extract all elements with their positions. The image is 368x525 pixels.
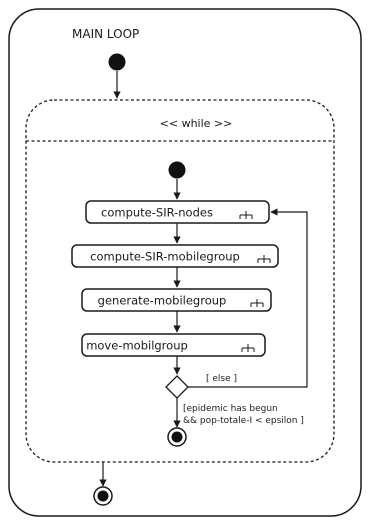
- while-loop-region: [25, 99, 335, 463]
- final-node-icon: [93, 486, 113, 506]
- action-generate-mobilegroup: generate-mobilegroup: [81, 288, 272, 312]
- loop-initial-node-icon: [168, 161, 186, 179]
- initial-node-icon: [108, 53, 126, 71]
- action-label: compute-SIR-nodes: [101, 206, 213, 220]
- action-compute-sir-nodes: compute-SIR-nodes: [85, 200, 270, 224]
- rake-icon: [250, 299, 264, 307]
- action-label: move-mobilgroup: [86, 339, 188, 353]
- loop-final-node-icon: [167, 427, 187, 447]
- rake-icon: [257, 255, 271, 263]
- while-loop-label: << while >>: [160, 117, 233, 130]
- rake-icon: [241, 344, 255, 352]
- rake-icon: [239, 211, 253, 219]
- else-guard-label: [ else ]: [206, 374, 237, 384]
- action-label: compute-SIR-mobilegroup: [90, 250, 240, 264]
- else-flow-arrow: [188, 208, 308, 388]
- action-compute-sir-mobilegroup: compute-SIR-mobilegroup: [71, 244, 279, 268]
- exit-guard-label-line1: [epidemic has begun: [183, 404, 278, 414]
- action-move-mobilgroup: move-mobilgroup: [81, 333, 266, 357]
- exit-guard-label-line2: && pop-totale-I < epsilon ]: [183, 416, 304, 426]
- action-label: generate-mobilegroup: [98, 294, 227, 308]
- main-loop-title: MAIN LOOP: [72, 27, 139, 41]
